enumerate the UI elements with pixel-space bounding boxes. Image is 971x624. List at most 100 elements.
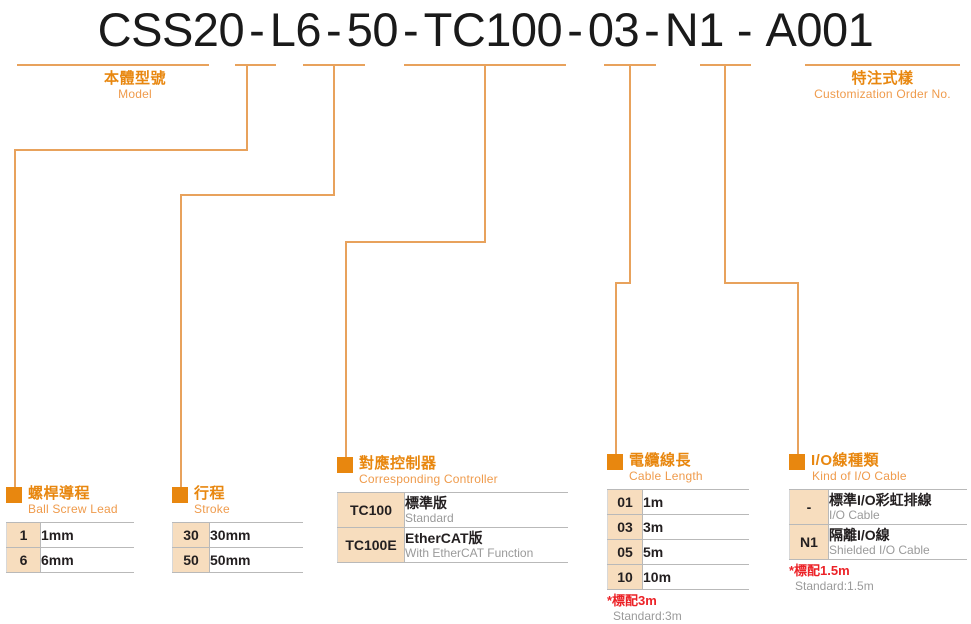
cell-desc-cn: EtherCAT版: [405, 530, 483, 546]
cell-desc: 標準I/O彩虹排線 I/O Cable: [828, 489, 967, 525]
cell-code: -: [789, 489, 829, 525]
cell-desc: 1m: [642, 489, 749, 515]
connector-lead-drop1: [246, 64, 248, 149]
cell-desc: 5m: [642, 539, 749, 565]
cell-code: TC100: [337, 492, 405, 528]
pn-separator: -: [736, 3, 753, 56]
bullet-square-icon: [789, 454, 805, 470]
connector-cable-drop1: [629, 64, 631, 282]
pn-separator: -: [249, 3, 265, 56]
table-io-cable: - 標準I/O彩虹排線 I/O Cable N1 隔離I/O線 Shielded…: [789, 489, 967, 560]
cable-length-footnote: *標配3m Standard:3m: [607, 593, 749, 624]
group-stroke: 行程 Stroke 30 30mm 50 50mm: [172, 485, 303, 573]
cell-desc-en: With EtherCAT Function: [405, 546, 534, 560]
cell-desc-cn: 標準版: [405, 495, 447, 511]
connector-cable-across: [615, 282, 631, 284]
pn-segment-controller: TC100: [423, 3, 563, 56]
connector-controller-drop1: [484, 64, 486, 241]
table-ball-screw-lead: 1 1mm 6 6mm: [6, 522, 134, 573]
group-controller-title-cn: 對應控制器: [359, 455, 437, 472]
table-row: 01 1m: [607, 489, 749, 515]
footnote-cn: *標配1.5m: [789, 563, 850, 578]
group-controller: 對應控制器 Corresponding Controller TC100 標準版…: [337, 455, 568, 563]
underline-bar-lead: [235, 64, 276, 66]
cell-desc-en: Shielded I/O Cable: [829, 543, 930, 557]
cell-desc: 30mm: [209, 522, 303, 548]
cell-code: 03: [607, 514, 643, 540]
group-cable-title-cn: 電纜線長: [629, 452, 692, 469]
cell-desc: 1mm: [40, 522, 134, 548]
cell-desc-cn: 標準I/O彩虹排線: [829, 492, 932, 508]
bullet-square-icon: [607, 454, 623, 470]
pn-segment-customization: A001: [765, 3, 874, 56]
group-lead-title-cn: 螺桿導程: [28, 485, 91, 502]
group-customization-title-en: Customization Order No.: [814, 87, 951, 101]
table-row: 1 1mm: [6, 522, 134, 548]
table-row: TC100E EtherCAT版 With EtherCAT Function: [337, 527, 568, 563]
connector-lead-drop2: [14, 149, 16, 489]
part-number-string: CSS20 - L6 - 50 - TC100 - 03 - N1 - A001: [0, 2, 971, 60]
cell-desc-cn: 隔離I/O線: [829, 527, 890, 543]
pn-segment-model: CSS20: [97, 3, 245, 56]
group-io-title-en: Kind of I/O Cable: [812, 469, 907, 483]
cell-desc: 隔離I/O線 Shielded I/O Cable: [828, 524, 967, 560]
table-row: 03 3m: [607, 514, 749, 540]
connector-controller-across: [345, 241, 486, 243]
group-io-title-cn: I/O線種類: [811, 452, 880, 469]
pn-segment-io-cable: N1: [664, 3, 725, 56]
connector-io-drop1: [724, 64, 726, 282]
cell-code: 50: [172, 547, 210, 573]
cell-code: 30: [172, 522, 210, 548]
group-lead-title-en: Ball Screw Lead: [28, 502, 118, 516]
table-row: 05 5m: [607, 539, 749, 565]
cell-desc: 50mm: [209, 547, 303, 573]
cell-desc: 標準版 Standard: [404, 492, 568, 528]
cell-code: 10: [607, 564, 643, 590]
group-ball-screw-lead: 螺桿導程 Ball Screw Lead 1 1mm 6 6mm: [6, 485, 134, 573]
cell-desc-en: Standard: [405, 511, 454, 525]
pn-segment-cable-length: 03: [587, 3, 640, 56]
cell-code: 1: [6, 522, 41, 548]
bullet-square-icon: [6, 487, 22, 503]
group-model-title-en: Model: [118, 87, 152, 101]
pn-segment-lead: L6: [269, 3, 322, 56]
group-model: 本體型號 Model: [45, 70, 225, 102]
cell-code: N1: [789, 524, 829, 560]
group-stroke-title-en: Stroke: [194, 502, 230, 516]
table-row: 30 30mm: [172, 522, 303, 548]
cell-desc: EtherCAT版 With EtherCAT Function: [404, 527, 568, 563]
cell-desc: 6mm: [40, 547, 134, 573]
table-cable-length: 01 1m 03 3m 05 5m 10 10m: [607, 489, 749, 590]
cell-code: TC100E: [337, 527, 405, 563]
connector-cable-drop2: [615, 282, 617, 454]
table-row: 50 50mm: [172, 547, 303, 573]
cell-code: 01: [607, 489, 643, 515]
table-row: 6 6mm: [6, 547, 134, 573]
connector-io-drop2: [797, 282, 799, 456]
group-customization: 特注式樣 Customization Order No.: [800, 70, 965, 102]
table-row: - 標準I/O彩虹排線 I/O Cable: [789, 489, 967, 525]
bullet-square-icon: [337, 457, 353, 473]
cell-desc-en: I/O Cable: [829, 508, 880, 522]
group-model-title-cn: 本體型號: [103, 70, 166, 87]
pn-separator: -: [644, 3, 660, 56]
group-io-cable: I/O線種類 Kind of I/O Cable - 標準I/O彩虹排線 I/O…: [789, 452, 967, 594]
connector-stroke-drop1: [333, 64, 335, 194]
group-cable-title-en: Cable Length: [629, 469, 703, 483]
cell-code: 6: [6, 547, 41, 573]
connector-stroke-drop2: [180, 194, 182, 489]
group-customization-title-cn: 特注式樣: [851, 70, 914, 87]
footnote-en: Standard:1.5m: [795, 579, 874, 593]
pn-separator: -: [402, 3, 419, 56]
group-controller-title-en: Corresponding Controller: [359, 472, 498, 486]
connector-io-across: [724, 282, 799, 284]
connector-controller-drop2: [345, 241, 347, 459]
cell-desc: 10m: [642, 564, 749, 590]
group-cable-length: 電纜線長 Cable Length 01 1m 03 3m 05 5m 10 1…: [607, 452, 749, 624]
connector-lead-across: [14, 149, 248, 151]
pn-separator: -: [326, 3, 342, 56]
table-stroke: 30 30mm 50 50mm: [172, 522, 303, 573]
footnote-en: Standard:3m: [613, 609, 682, 623]
underline-bar-customization: [805, 64, 960, 66]
